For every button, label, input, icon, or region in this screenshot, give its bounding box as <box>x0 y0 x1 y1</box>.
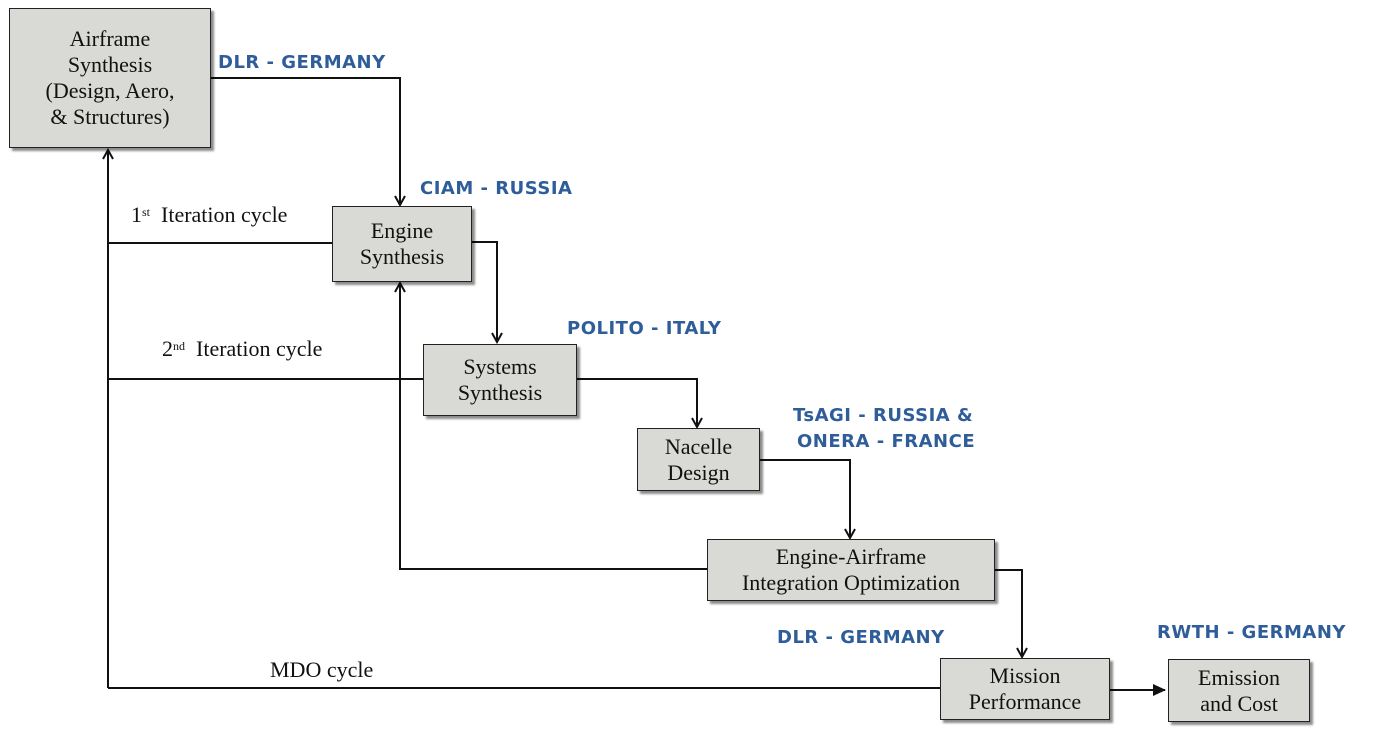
arrow-systems-to-nacelle <box>577 378 697 427</box>
second-iteration-cycle-label: 2nd Iteration cycle <box>162 336 323 361</box>
mission-performance-box: Mission Performance <box>940 658 1110 720</box>
org-label-tsagi: TsAGI - RUSSIA & <box>793 405 974 426</box>
systems-synthesis-box: Systems Synthesis <box>423 344 577 416</box>
arrow-airframe-to-engine <box>210 77 400 205</box>
org-label-polito: POLITO - ITALY <box>567 318 722 339</box>
engine-synthesis-box: Engine Synthesis <box>332 206 472 282</box>
arrow-nacelle-to-integration <box>760 459 850 538</box>
engine-airframe-integration-box: Engine-Airframe Integration Optimization <box>707 539 995 601</box>
nacelle-design-box: Nacelle Design <box>637 428 760 491</box>
org-label-dlr-top: DLR - GERMANY <box>218 52 386 73</box>
arrow-integration-to-mission <box>995 569 1022 657</box>
mdo-cycle-label: MDO cycle <box>270 657 374 682</box>
first-iteration-cycle-label: 1st Iteration cycle <box>131 202 288 227</box>
org-label-onera: ONERA - FRANCE <box>797 431 976 452</box>
org-label-dlr-bottom: DLR - GERMANY <box>777 627 945 648</box>
org-label-ciam: CIAM - RUSSIA <box>420 178 573 199</box>
airframe-synthesis-box: Airframe Synthesis (Design, Aero, & Stru… <box>9 8 211 148</box>
emission-cost-box: Emission and Cost <box>1168 659 1310 722</box>
arrow-engine-to-systems <box>472 241 497 342</box>
org-label-rwth: RWTH - GERMANY <box>1157 622 1346 643</box>
